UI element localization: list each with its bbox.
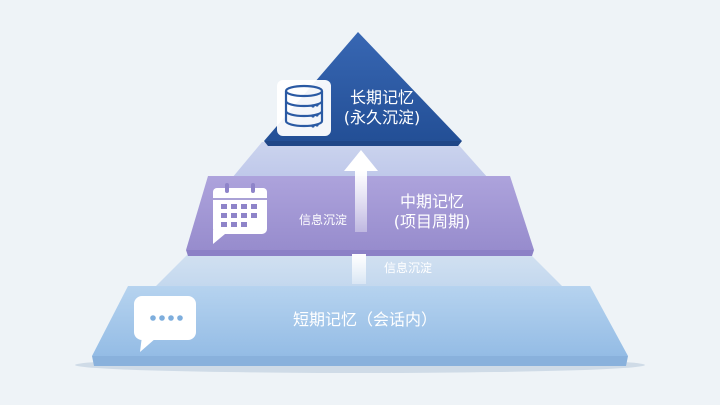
mid-term-title: 中期记忆 xyxy=(399,192,464,211)
short-term-label: 短期记忆（会话内） xyxy=(230,310,500,330)
flow-label-short-to-mid: 信息沉淀 xyxy=(383,261,432,275)
flow-arrow-upper-head xyxy=(344,150,378,171)
mid-term-subtitle: (项目周期) xyxy=(393,212,471,231)
short-term-layer xyxy=(92,286,628,356)
short-term-title: 短期记忆（会话内） xyxy=(292,310,437,329)
mid-term-layer-edge xyxy=(186,250,534,256)
calendar-icon xyxy=(213,183,267,244)
flow-arrow-upper-shaft xyxy=(355,170,367,232)
long-term-title: 长期记忆 xyxy=(349,88,414,107)
flow-label-mid-to-long: 信息沉淀 xyxy=(298,213,347,227)
chat-bubble-icon xyxy=(134,296,196,352)
long-term-subtitle: (永久沉淀) xyxy=(343,108,421,127)
database-icon xyxy=(277,80,331,136)
mid-term-label: 中期记忆 (项目周期) xyxy=(372,192,492,232)
flow-arrow-lower xyxy=(352,254,366,284)
short-term-layer-edge xyxy=(92,356,628,366)
long-term-layer-edge xyxy=(264,141,462,146)
long-term-label: 长期记忆 (永久沉淀) xyxy=(312,88,452,128)
